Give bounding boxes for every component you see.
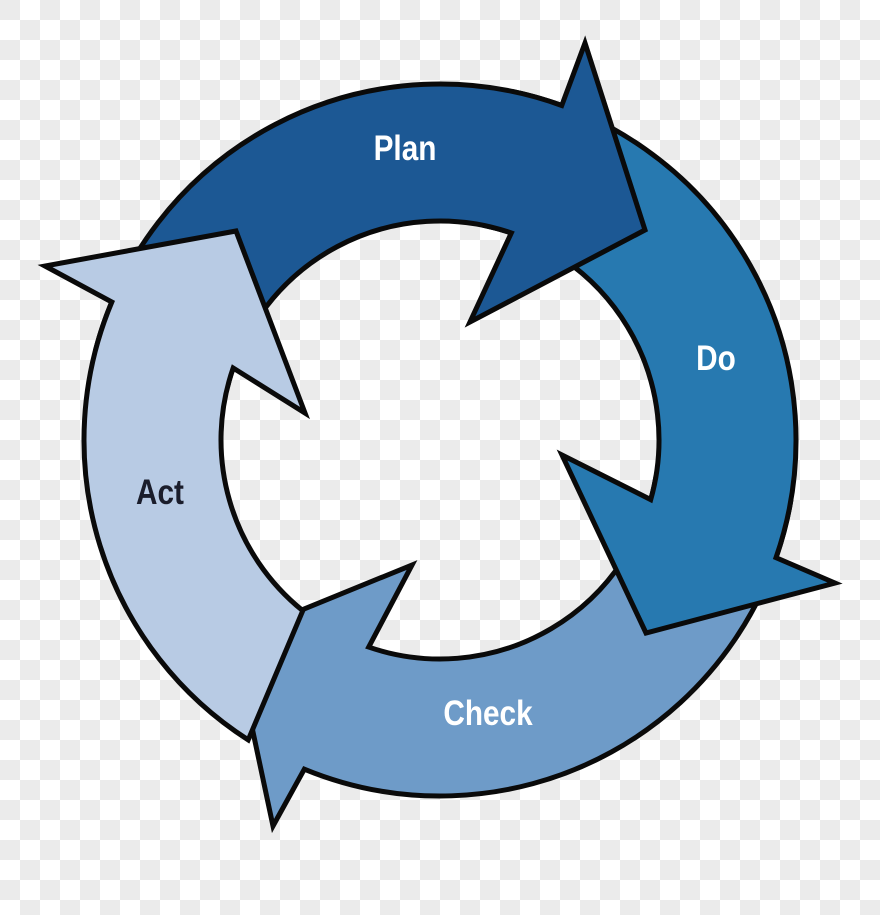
label-plan: Plan (374, 129, 437, 168)
arrow-act (37, 228, 310, 744)
label-do: Do (696, 339, 736, 378)
label-check: Check (443, 694, 533, 733)
label-act: Act (136, 473, 184, 512)
